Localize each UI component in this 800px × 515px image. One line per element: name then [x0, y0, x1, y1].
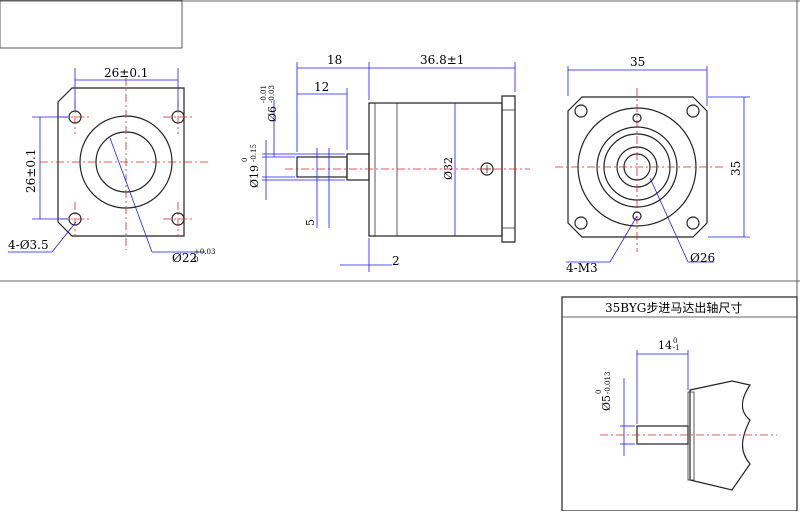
side-body — [368, 102, 503, 237]
rear-hole-br — [686, 216, 700, 230]
rear-circle-label: Ø26 — [690, 251, 715, 265]
detail-shaft-tol: 0 — [595, 390, 603, 394]
side-5-label: 5 — [304, 219, 317, 226]
rear-hole-tr — [686, 104, 700, 118]
rear-width-label: 35 — [630, 55, 645, 69]
front-boss-label: Ø22 — [172, 251, 197, 265]
side-boss-label: Ø19 — [248, 165, 261, 188]
detail-shaft-label: Ø5 — [600, 395, 613, 411]
side-view: 18 12 36.8±1 Ø6 -0.01 -0.03 Ø19 0 -0.15 … — [241, 53, 530, 272]
front-height-label: 26±0.1 — [24, 149, 38, 193]
side-shaft — [296, 156, 348, 178]
side-shaft-tol: -0.01 — [260, 85, 268, 103]
detail-length-tol-low: -1 — [673, 344, 680, 352]
side-body-label: Ø32 — [442, 157, 455, 180]
detail-length-tol: 0 — [673, 337, 677, 345]
rear-flange — [567, 96, 708, 238]
detail-motor-body — [689, 380, 751, 491]
rear-height-label: 35 — [729, 161, 743, 176]
title-block — [0, 0, 183, 49]
side-boss — [346, 153, 370, 181]
side-2-label: 2 — [392, 254, 400, 268]
front-boss-tol: +0.03 — [194, 248, 215, 256]
detail-frame — [561, 296, 798, 512]
front-width-label: 26±0.1 — [104, 66, 148, 80]
rear-hole-bl — [574, 216, 588, 230]
side-boss-tol-low: -0.15 — [250, 144, 258, 162]
rear-holes-label: 4-M3 — [566, 261, 598, 275]
front-view: 26±0.1 26±0.1 4-Ø3.5 Ø22 +0.03 0 — [8, 66, 215, 265]
side-length-label: 36.8±1 — [420, 53, 464, 67]
side-shaft-label: Ø6 — [266, 106, 279, 122]
detail-title: 35BYG步进马达出轴尺寸 — [605, 300, 742, 315]
front-holes-label: 4-Ø3.5 — [8, 238, 49, 252]
side-18-label: 18 — [327, 53, 342, 67]
side-12-label: 12 — [314, 80, 329, 94]
front-boss-tol-low: 0 — [194, 256, 198, 264]
rear-view: 35 35 4-M3 Ø26 — [555, 55, 750, 275]
side-shaft-tol-low: -0.03 — [268, 85, 276, 103]
detail-shaft-tol-low: -0.013 — [604, 372, 612, 394]
detail-length-label: 14 — [658, 339, 672, 352]
side-boss-tol: 0 — [241, 158, 249, 162]
side-rear-flange — [501, 95, 516, 243]
rear-hole-tl — [574, 104, 588, 118]
detail-box: 35BYG步进马达出轴尺寸 14 0 -1 Ø5 0 -0.013 — [561, 296, 798, 512]
